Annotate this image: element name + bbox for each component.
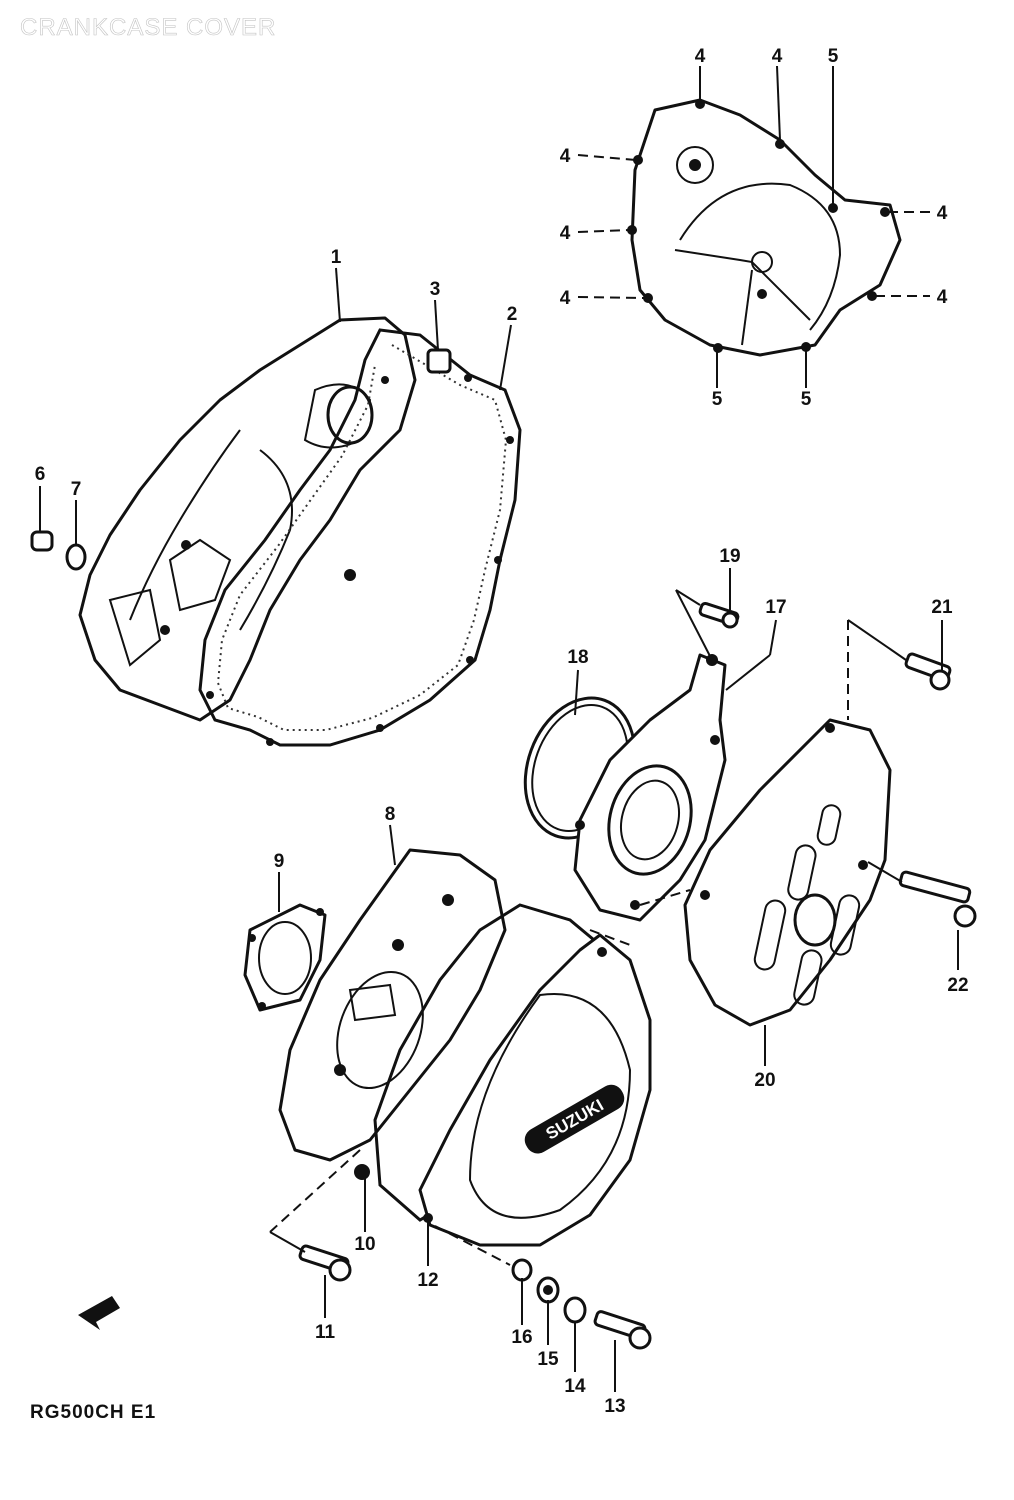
generator-cover (627, 98, 902, 357)
callout-11: 11 (315, 1322, 336, 1343)
model-code: RG500CH E1 (30, 1402, 157, 1423)
callout-14: 14 (564, 1376, 586, 1397)
callout-19: 19 (719, 546, 740, 567)
callout-labels: 1 3 2 4 4 5 4 4 4 4 4 5 5 6 7 19 17 18 2… (35, 46, 969, 1417)
diagram-heading: CRANKCASE COVER (20, 14, 277, 42)
callout-5b: 5 (712, 389, 723, 410)
callout-8: 8 (385, 804, 396, 825)
callout-4b: 4 (772, 46, 783, 67)
callout-10: 10 (354, 1234, 375, 1255)
callout-7: 7 (71, 479, 82, 500)
bolt-13 (593, 1310, 652, 1350)
inner-cover (278, 848, 507, 1162)
cover-plate (573, 653, 727, 922)
callout-4f: 4 (937, 203, 948, 224)
washer-14 (563, 1296, 587, 1324)
spacer-16 (511, 1258, 533, 1282)
callout-1: 1 (331, 247, 342, 268)
louvred-outer-cover (683, 718, 892, 1027)
washer-15 (536, 1276, 560, 1304)
front-arrow-icon (78, 1296, 120, 1330)
screw-6 (30, 530, 54, 552)
callout-9: 9 (274, 851, 285, 872)
callout-21: 21 (931, 597, 953, 618)
callout-16: 16 (511, 1327, 532, 1348)
callout-5c: 5 (801, 389, 812, 410)
bolt-21 (904, 652, 952, 691)
callout-5a: 5 (828, 46, 839, 67)
callout-4c: 4 (560, 146, 571, 167)
callout-4g: 4 (937, 287, 948, 308)
bolt-22 (898, 870, 977, 928)
callout-2-3: 3 (430, 279, 441, 300)
washer-7 (65, 543, 87, 571)
outer-crankcase-cover: SUZUKI (354, 903, 652, 1247)
callout-2: 2 (507, 304, 518, 325)
bolt-11 (298, 1244, 352, 1282)
small-gasket (243, 903, 327, 1012)
crankcase-cover-right (78, 316, 417, 722)
callout-4a: 4 (695, 46, 706, 67)
callout-6: 6 (35, 464, 46, 485)
crankcase-cover-gasket (198, 328, 522, 747)
callout-22: 22 (947, 975, 968, 996)
callout-15: 15 (537, 1349, 559, 1370)
leader-lines (39, 65, 959, 1392)
callout-4e: 4 (560, 288, 571, 309)
callout-13: 13 (604, 1396, 625, 1417)
dowel-pin (426, 348, 452, 374)
callout-4d: 4 (560, 223, 571, 244)
callout-17: 17 (765, 597, 786, 618)
callout-20: 20 (754, 1070, 775, 1091)
callout-12: 12 (417, 1270, 438, 1291)
callout-18: 18 (567, 647, 588, 668)
bolt-19 (698, 601, 740, 629)
